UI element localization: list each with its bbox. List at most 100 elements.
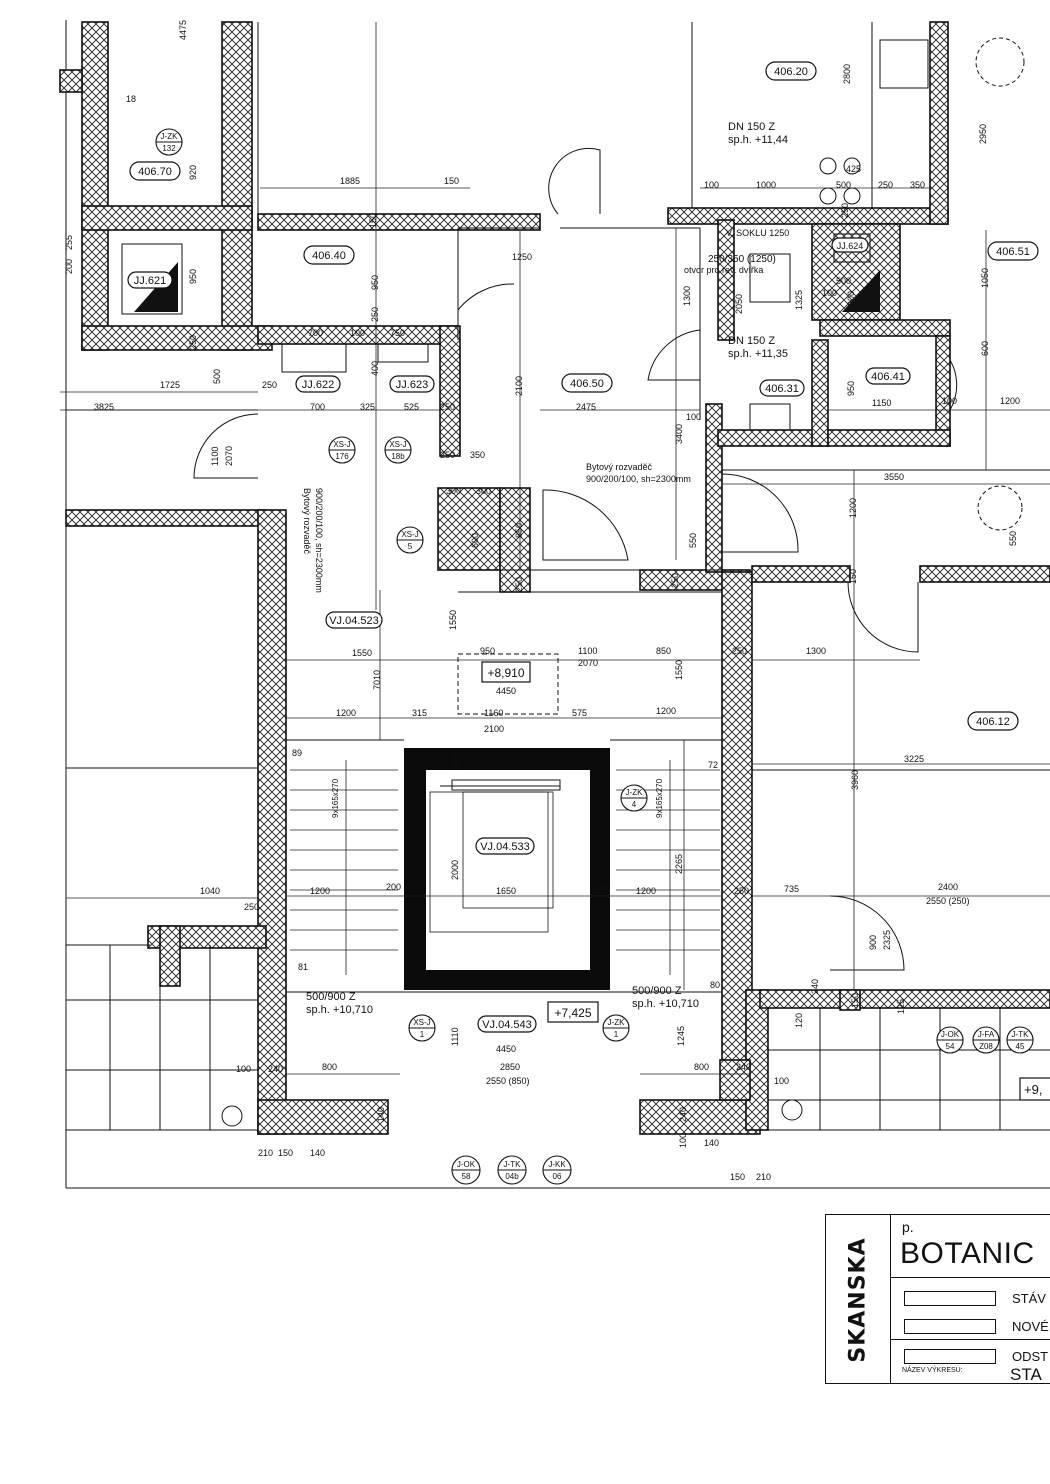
walls xyxy=(59,21,1050,1135)
svg-text:2800: 2800 xyxy=(842,64,852,84)
svg-text:2100: 2100 xyxy=(514,376,524,396)
project-prefix: p. xyxy=(902,1219,914,1235)
svg-text:2265: 2265 xyxy=(674,854,684,874)
level-7425: +7,425 xyxy=(547,1001,599,1023)
svg-text:500/900 Z: 500/900 Z xyxy=(632,985,682,997)
svg-text:600: 600 xyxy=(980,341,990,356)
svg-text:JJ.623: JJ.623 xyxy=(396,379,428,391)
svg-text:150: 150 xyxy=(444,176,459,186)
svg-text:250: 250 xyxy=(878,180,893,190)
svg-text:2550 (850): 2550 (850) xyxy=(486,1076,530,1086)
legend-swatch-new xyxy=(904,1319,996,1334)
svg-text:3960: 3960 xyxy=(850,770,860,790)
svg-text:200: 200 xyxy=(386,882,401,892)
svg-text:200: 200 xyxy=(594,882,609,892)
svg-text:JJ.622: JJ.622 xyxy=(302,379,334,391)
svg-text:VJ.04.543: VJ.04.543 xyxy=(482,1019,532,1031)
svg-text:JJ.624: JJ.624 xyxy=(837,241,864,251)
svg-text:80: 80 xyxy=(710,980,720,990)
room-tag-406-70: 406.70 xyxy=(129,161,181,181)
svg-text:100: 100 xyxy=(678,1133,688,1148)
tag-vj-04-543: VJ.04.543 xyxy=(477,1015,537,1033)
svg-text:18b: 18b xyxy=(391,452,405,461)
svg-text:2550 (250): 2550 (250) xyxy=(926,896,970,906)
svg-text:200: 200 xyxy=(64,259,74,274)
svg-text:1200: 1200 xyxy=(336,708,356,718)
svg-text:1550: 1550 xyxy=(674,660,684,680)
svg-text:140: 140 xyxy=(310,1148,325,1158)
structural-lines xyxy=(66,22,1050,1131)
svg-text:240: 240 xyxy=(678,1107,688,1122)
svg-text:250: 250 xyxy=(262,380,277,390)
svg-text:950: 950 xyxy=(480,646,495,656)
svg-text:325: 325 xyxy=(360,402,375,412)
svg-text:900: 900 xyxy=(846,291,856,306)
svg-text:4450: 4450 xyxy=(496,686,516,696)
svg-text:2400: 2400 xyxy=(938,882,958,892)
svg-text:+9,: +9, xyxy=(1024,1082,1042,1097)
svg-text:550: 550 xyxy=(688,533,698,548)
legend-label-removed: ODST xyxy=(1012,1349,1049,1364)
svg-text:V. SOKLU 1250: V. SOKLU 1250 xyxy=(726,228,789,238)
svg-text:406.31: 406.31 xyxy=(765,383,799,395)
svg-text:1550: 1550 xyxy=(448,610,458,630)
svg-text:sp.h. +10,710: sp.h. +10,710 xyxy=(306,1004,373,1016)
svg-text:240: 240 xyxy=(736,1062,751,1072)
svg-text:315: 315 xyxy=(412,708,427,718)
svg-text:800: 800 xyxy=(322,1062,337,1072)
drawing-name-label: NÁZEV VÝKRESU: xyxy=(902,1367,963,1374)
svg-text:2950: 2950 xyxy=(978,124,988,144)
bubble-j-ok-58: J-OK 58 xyxy=(451,1155,481,1185)
svg-text:250: 250 xyxy=(670,573,680,588)
svg-text:VJ.04.533: VJ.04.533 xyxy=(480,841,530,853)
svg-text:1725: 1725 xyxy=(160,380,180,390)
door-swings xyxy=(193,37,1025,971)
svg-text:1200: 1200 xyxy=(636,886,656,896)
svg-text:1200: 1200 xyxy=(310,886,330,896)
stair-left xyxy=(290,760,398,975)
svg-text:125: 125 xyxy=(896,999,906,1014)
svg-text:250: 250 xyxy=(440,402,455,412)
svg-text:72: 72 xyxy=(708,760,718,770)
svg-text:J-TK: J-TK xyxy=(504,1160,522,1169)
svg-text:XS-J: XS-J xyxy=(401,530,418,539)
svg-text:150: 150 xyxy=(368,213,378,228)
svg-text:sp.h. +10,710: sp.h. +10,710 xyxy=(632,998,699,1010)
dimension-lines xyxy=(60,22,1050,1075)
svg-text:1325: 1325 xyxy=(794,290,804,310)
svg-text:1300: 1300 xyxy=(806,646,826,656)
svg-text:250: 250 xyxy=(734,886,749,896)
room-tag-406-50: 406.50 xyxy=(561,373,613,393)
svg-text:Bytový rozvaděč: Bytový rozvaděč xyxy=(586,462,653,472)
svg-text:9x165x270: 9x165x270 xyxy=(655,778,664,818)
svg-text:1: 1 xyxy=(420,1030,425,1039)
svg-text:120: 120 xyxy=(794,1013,804,1028)
dimension-texts: 4475 18 920 1885 150 2800 2950 100 1000 … xyxy=(64,20,1020,1182)
title-divider xyxy=(890,1277,1050,1278)
svg-text:900/200/100, sh=2300mm: 900/200/100, sh=2300mm xyxy=(314,488,324,593)
svg-text:04b: 04b xyxy=(505,1172,519,1181)
svg-text:DN 150 Z: DN 150 Z xyxy=(728,335,775,347)
svg-text:600: 600 xyxy=(470,533,480,548)
svg-text:1200: 1200 xyxy=(1000,396,1020,406)
bubble-xs-j-176: XS-J 176 xyxy=(328,436,356,464)
svg-text:100: 100 xyxy=(686,412,701,422)
svg-text:406.20: 406.20 xyxy=(774,66,808,78)
svg-text:06: 06 xyxy=(553,1172,562,1181)
svg-text:100: 100 xyxy=(704,180,719,190)
svg-text:5: 5 xyxy=(408,542,413,551)
title-block: SKANSKA p. BOTANIC STÁV NOVÉ ODST NÁZEV … xyxy=(825,1214,1050,1384)
svg-text:1300: 1300 xyxy=(682,286,692,306)
svg-text:1110: 1110 xyxy=(450,1027,460,1046)
room-tag-406-12: 406.12 xyxy=(967,711,1019,731)
svg-text:4: 4 xyxy=(632,800,637,809)
bubble-j-zk-1: J-ZK 1 xyxy=(602,1014,630,1042)
svg-text:1040: 1040 xyxy=(200,886,220,896)
svg-text:1885: 1885 xyxy=(340,176,360,186)
svg-text:1250: 1250 xyxy=(512,252,532,262)
svg-text:J-TK: J-TK xyxy=(1012,1030,1030,1039)
svg-text:700: 700 xyxy=(308,328,323,338)
svg-text:176: 176 xyxy=(335,452,349,461)
svg-text:45: 45 xyxy=(1016,1042,1025,1051)
svg-text:406.50: 406.50 xyxy=(570,378,604,390)
